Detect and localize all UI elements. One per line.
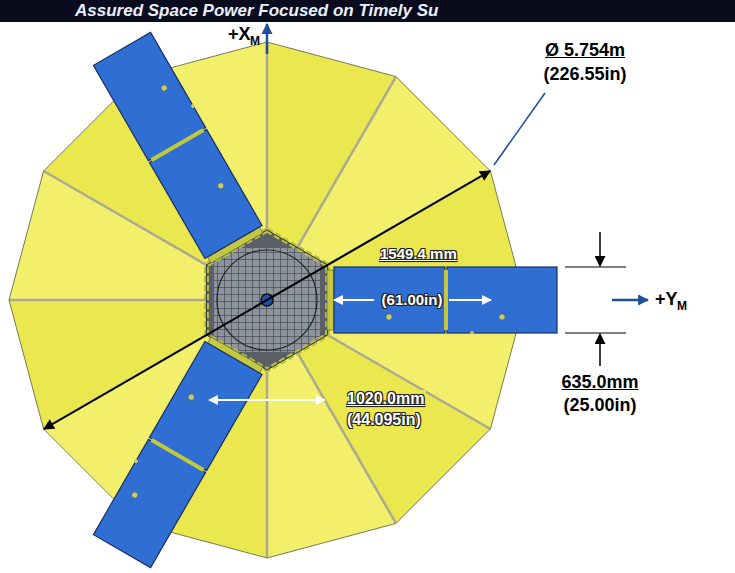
extension-line [565,333,626,334]
diameter-arrow [44,171,490,429]
axis-label: +Y [655,289,678,310]
dimension-arrow [599,334,601,366]
dimension-label: Ø 5.754m [545,40,625,61]
solar-array [92,334,266,567]
dimension-label: (25.00in) [563,395,636,416]
dimension-label: 1549.4 mm [378,245,459,262]
extension-line [565,267,626,268]
dimension-label: 635.0mm [561,372,638,393]
blanket [9,42,525,558]
dimension-arrow [209,399,325,401]
axis-arrow [612,299,648,302]
blanket-outline [9,42,525,558]
dimension-arrow [334,299,374,301]
axis-subscript: M [677,300,687,314]
ribs [9,42,525,558]
axis-subscript: M [250,35,260,49]
leader-line [494,93,545,165]
axis-label: +X [228,24,251,45]
dimension-label: (44.095in) [345,411,423,429]
banner-title: Assured Space Power Focused on Timely Su [75,0,438,22]
dimension-label: 1020.0mm [345,390,426,408]
dimension-label: (226.55in) [543,64,626,85]
solar-array [327,267,557,335]
axis-arrow [266,24,269,54]
dimension-arrow [449,299,491,301]
dimension-label: (61.00in) [382,291,443,308]
solar-array [93,31,267,264]
banner [0,0,735,22]
dimension-arrow [599,232,601,266]
